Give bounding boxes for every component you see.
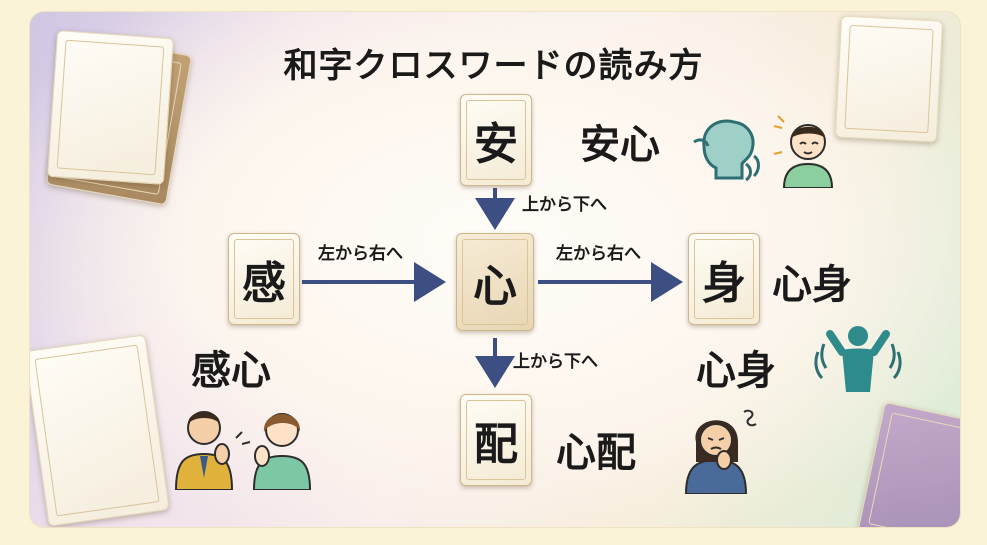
kanji-card-left: 感 [228,233,300,325]
direction-label: 上から下へ [513,352,598,372]
relieved-head-icon [693,119,760,182]
kanji-card-bottom: 配 [460,394,532,486]
worried-woman-icon [684,409,757,494]
word-right: 心身 [772,262,852,308]
word-left: 感心 [191,348,271,394]
word-top: 安心 [580,122,660,168]
kanji-card-top: 安 [460,94,532,186]
direction-label: 左から右へ [318,244,403,264]
direction-label: 左から右へ [556,244,641,264]
page-title: 和字クロスワードの読み方 [283,46,704,86]
direction-label: 上から下へ [522,195,607,215]
kanji-card-right: 身 [688,233,760,325]
kanji-card-center: 心 [456,233,534,331]
stretching-person-icon [814,326,902,392]
word-right-lower: 心身 [696,348,776,394]
relieved-person-icon [773,115,834,188]
clapping-people-icon [174,411,312,490]
word-bottom: 心配 [556,430,636,476]
